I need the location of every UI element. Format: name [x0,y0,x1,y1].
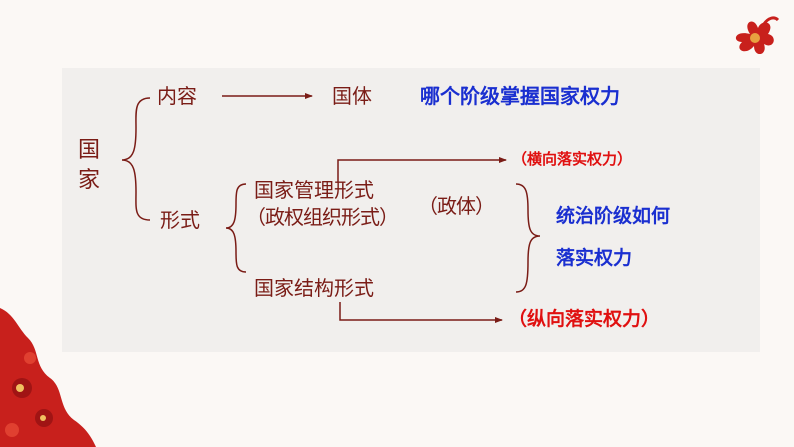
structure-form-label: 国家结构形式 [254,276,374,300]
how-line-1: 统治阶级如何 [556,205,671,227]
arrow-vertical [339,302,503,323]
root-brace [121,97,151,221]
diagram-panel [62,68,760,352]
guoti-description: 哪个阶级掌握国家权力 [420,84,620,108]
guoti-label: 国体 [332,84,372,108]
horizontal-label: （横向落实权力） [512,150,633,168]
management-form-label: 国家管理形式 [254,178,374,202]
form-brace [225,183,247,273]
vertical-label: （纵向落实权力） [508,308,661,330]
content-label: 内容 [157,84,197,108]
arrow-horizontal [337,157,507,182]
right-brace [515,183,541,293]
organization-form-label: （政权组织形式） [246,205,399,229]
flower-decoration-icon [735,16,780,55]
bottom-left-decoration-icon [0,308,96,447]
form-label: 形式 [160,208,200,232]
how-line-2: 落实权力 [556,247,633,269]
zhengti-label: （政体） [418,194,495,218]
root-label-char2: 家 [78,168,101,193]
root-label-char1: 国 [78,138,101,163]
